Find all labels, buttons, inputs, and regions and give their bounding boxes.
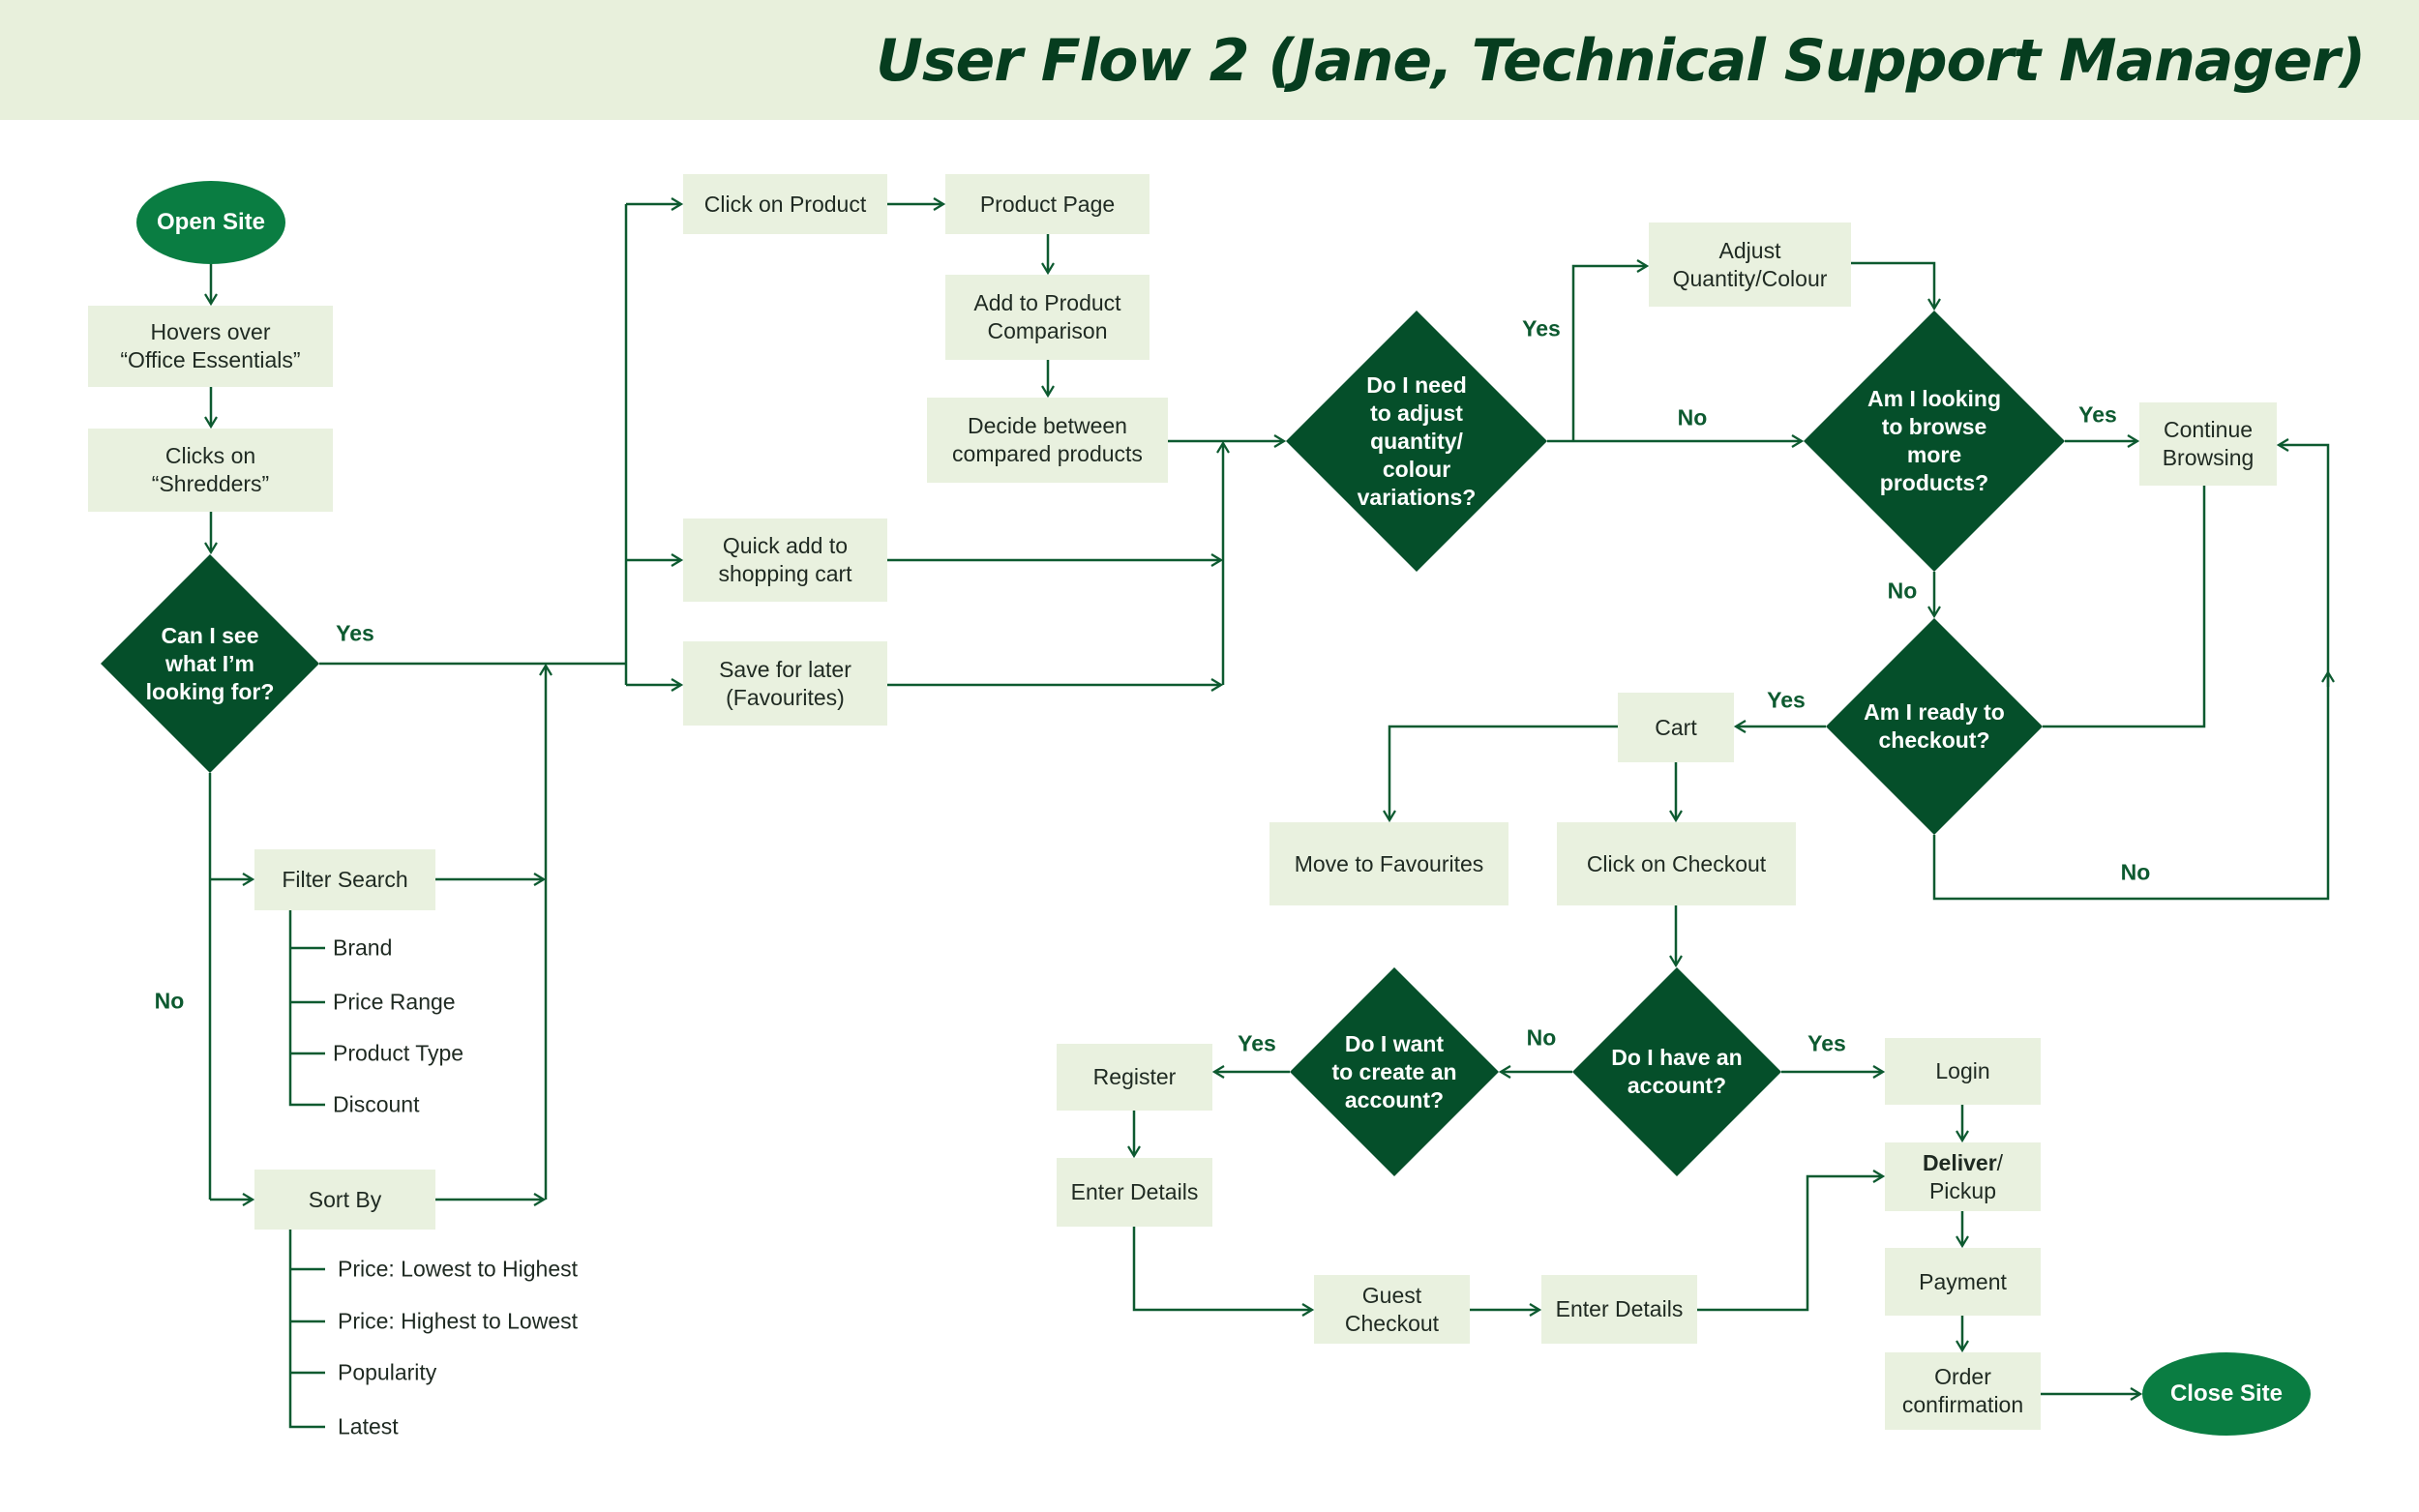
connector (1571, 266, 1647, 441)
deliver-text: Deliver (1922, 1149, 1997, 1175)
login-step[interactable]: Login (1885, 1038, 2041, 1105)
decision-diamond (101, 554, 319, 773)
sort-option-latest[interactable]: Latest (338, 1413, 399, 1439)
have-account-decision[interactable]: Do I have an account? (1611, 1045, 1743, 1098)
filter-option-brand[interactable]: Brand (333, 934, 393, 961)
filter-option-discount[interactable]: Discount (333, 1091, 420, 1117)
filter-option-product-type[interactable]: Product Type (333, 1040, 464, 1066)
connector (1697, 1176, 1883, 1312)
decision-diamond (1572, 967, 1781, 1176)
hovers-office-essentials-step[interactable]: Hovers over “Office Essentials” (88, 306, 333, 387)
connector (1932, 445, 2330, 901)
add-to-comparison-step[interactable]: Add to Product Comparison (945, 275, 1150, 360)
no-label: No (1526, 1024, 1557, 1051)
end-terminal[interactable]: Close Site (2142, 1352, 2311, 1436)
payment-step[interactable]: Payment (1885, 1248, 2041, 1316)
decision-diamond (1826, 618, 2043, 835)
filter-search-step[interactable]: Filter Search (254, 849, 435, 910)
adjust-quantity-decision[interactable]: Do I need to adjust quantity/ colour var… (1357, 371, 1477, 510)
no-label: No (1677, 404, 1708, 430)
sort-by-step[interactable]: Sort By (254, 1170, 435, 1230)
connector (1132, 1227, 1312, 1310)
connector (288, 910, 325, 1107)
register-step[interactable]: Register (1057, 1044, 1212, 1111)
create-account-decision[interactable]: Do I want to create an account? (1331, 1030, 1457, 1112)
cart-step[interactable]: Cart (1618, 693, 1734, 762)
no-label: No (154, 988, 185, 1014)
product-page-step[interactable]: Product Page (945, 174, 1150, 234)
order-confirmation-step[interactable]: Order confirmation (1885, 1352, 2041, 1430)
title-banner: User Flow 2 (Jane, Technical Support Man… (0, 0, 2419, 120)
yes-label: Yes (2078, 401, 2117, 428)
browse-more-decision[interactable]: Am I looking to browse more products? (1867, 386, 2001, 495)
enter-details-register-step[interactable]: Enter Details (1057, 1158, 1212, 1227)
deliver-pickup-step[interactable]: Deliver/ Pickup (1885, 1142, 2041, 1211)
yes-label: Yes (1238, 1030, 1276, 1056)
continue-browsing-step[interactable]: Continue Browsing (2139, 402, 2277, 486)
decision-diamond (1290, 967, 1499, 1176)
save-for-later-step[interactable]: Save for later (Favourites) (683, 641, 887, 726)
connector (1389, 725, 1618, 820)
yes-label: Yes (336, 620, 374, 646)
click-on-product-step[interactable]: Click on Product (683, 174, 887, 234)
sort-option-price-high-low[interactable]: Price: Highest to Lowest (338, 1308, 579, 1334)
decision-diamond (1804, 311, 2065, 572)
start-terminal[interactable]: Open Site (136, 181, 285, 264)
yes-label: Yes (1767, 687, 1806, 713)
no-label: No (1887, 578, 1918, 604)
yes-label: Yes (1807, 1030, 1846, 1056)
enter-details-guest-step[interactable]: Enter Details (1541, 1275, 1697, 1344)
guest-checkout-step[interactable]: Guest Checkout (1314, 1275, 1470, 1344)
clicks-shredders-step[interactable]: Clicks on “Shredders” (88, 429, 333, 512)
page-title: User Flow 2 (Jane, Technical Support Man… (876, 27, 2366, 95)
connector (1851, 261, 1934, 309)
quick-add-to-cart-step[interactable]: Quick add to shopping cart (683, 519, 887, 602)
pickup-text: / Pickup (1928, 1149, 2004, 1203)
can-i-see-decision[interactable]: Can I see what I’m looking for? (145, 622, 275, 704)
click-on-checkout-step[interactable]: Click on Checkout (1557, 822, 1796, 905)
connector (2043, 486, 2206, 728)
decision-diamond (1286, 311, 1547, 572)
connector (288, 1230, 325, 1429)
sort-option-price-low-high[interactable]: Price: Lowest to Highest (338, 1256, 579, 1282)
move-to-favourites-step[interactable]: Move to Favourites (1269, 822, 1508, 905)
decide-between-products-step[interactable]: Decide between compared products (927, 398, 1168, 483)
filter-option-price-range[interactable]: Price Range (333, 989, 456, 1015)
sort-option-popularity[interactable]: Popularity (338, 1359, 437, 1385)
adjust-quantity-colour-step[interactable]: Adjust Quantity/Colour (1649, 222, 1851, 307)
ready-to-checkout-decision[interactable]: Am I ready to checkout? (1864, 699, 2005, 753)
yes-label: Yes (1522, 315, 1561, 341)
no-label: No (2120, 859, 2151, 885)
